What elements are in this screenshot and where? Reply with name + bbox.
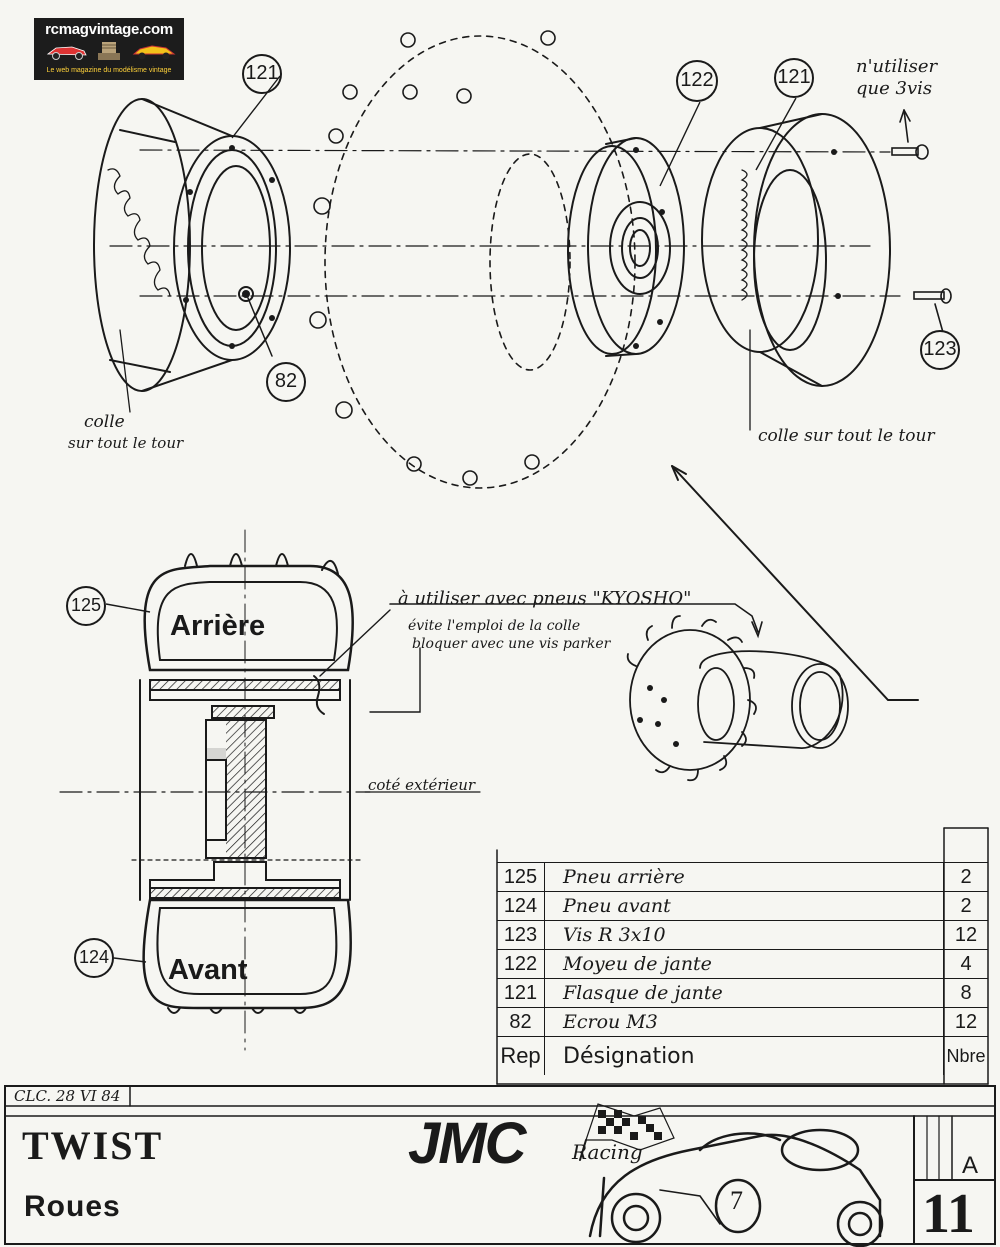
table-row: 123 Vis R 3x10 12 (497, 920, 988, 950)
tyre-knobs (309, 30, 556, 486)
hub-122 (567, 137, 685, 357)
cell-qty: 12 (943, 1007, 988, 1037)
note-outer-side: coté extérieur (368, 776, 476, 794)
table-row: 82 Ecrou M3 12 (497, 1007, 988, 1037)
buggy-icon (46, 46, 87, 60)
cell-designation: Pneu arrière (544, 862, 944, 892)
callout-122: 122 (676, 60, 718, 102)
cell-rep: 122 (497, 949, 545, 979)
callout-121-left: 121 (242, 54, 282, 94)
cell-qty: 4 (943, 949, 988, 979)
note-kyosho-sub1: évite l'emploi de la colle (408, 618, 581, 634)
callout-121-right: 121 (774, 58, 814, 98)
note-screws-line2: que 3vis (856, 78, 933, 99)
brand-logo: JMC (408, 1111, 526, 1176)
callout-124: 124 (74, 938, 114, 978)
note-glue-left-2: sur tout le tour (68, 434, 184, 452)
cell-rep: 124 (497, 891, 545, 921)
axis-lines (109, 149, 901, 297)
cell-designation: Pneu avant (544, 891, 944, 921)
note-glue-left-1: colle (84, 412, 125, 432)
title-block-frame (4, 1085, 996, 1245)
logo-tagline: Le web magazine du modélisme vintage (46, 67, 172, 74)
cell-qty: 8 (943, 978, 988, 1008)
cell-designation: Moyeu de jante (544, 949, 944, 979)
cell-rep: 121 (497, 978, 545, 1008)
header-designation: Désignation (544, 1036, 944, 1075)
tyre-outline (324, 35, 636, 489)
sheet-format: A (962, 1152, 979, 1179)
right-flange-121 (701, 113, 891, 387)
model-name: TWIST (22, 1123, 164, 1168)
header-qty: Nbre (943, 1036, 988, 1075)
cell-rep: 125 (497, 862, 545, 892)
drawing-subject: Roues (24, 1190, 121, 1223)
callout-123: 123 (920, 330, 960, 370)
table-row: 121 Flasque de jante 8 (497, 978, 988, 1008)
callout-125: 125 (66, 586, 106, 626)
checkered-flag-icon (579, 1103, 675, 1161)
callout-82: 82 (266, 362, 306, 402)
site-logo: rcmagvintage.com Le web magazine du modé… (34, 18, 184, 80)
cell-designation: Ecrou M3 (544, 1007, 944, 1037)
label-front-tyre: Avant (168, 954, 248, 986)
logo-site-name: rcmagvintage.com (45, 21, 173, 38)
cell-rep: 82 (497, 1007, 545, 1037)
cell-rep: 123 (497, 920, 545, 950)
cell-designation: Vis R 3x10 (544, 920, 944, 950)
race-car-icon (132, 45, 176, 60)
drafter-date: CLC. 28 VI 84 (14, 1087, 121, 1105)
parts-list-table: 125 Pneu arrière 2 124 Pneu avant 2 123 … (497, 862, 988, 1075)
header-rep: Rep (497, 1036, 545, 1075)
table-row: 125 Pneu arrière 2 (497, 862, 988, 892)
cell-qty: 12 (943, 920, 988, 950)
kyosho-tyre-sketch (626, 615, 849, 782)
brand-subtitle: Racing (572, 1140, 643, 1164)
note-glue-right: colle sur tout le tour (758, 426, 935, 446)
wheel-cross-section (59, 529, 481, 1051)
label-rear-tyre: Arrière (170, 610, 266, 642)
note-screws-line1: n'utiliser (856, 56, 938, 77)
cell-designation: Flasque de jante (544, 978, 944, 1008)
engine-icon (98, 42, 120, 60)
arrow-to-exploded-view (671, 465, 919, 701)
sheet-number: 11 (922, 1183, 975, 1245)
buggy-sketch (588, 1128, 884, 1247)
car-number: 7 (730, 1186, 743, 1215)
table-header-row: Rep Désignation Nbre (497, 1036, 988, 1075)
cell-qty: 2 (943, 862, 988, 892)
table-row: 124 Pneu avant 2 (497, 891, 988, 921)
left-flange-121 (93, 98, 291, 392)
note-kyosho: à utiliser avec pneus "KYOSHO" (398, 588, 692, 609)
note-kyosho-sub2: bloquer avec une vis parker (412, 636, 611, 652)
cell-qty: 2 (943, 891, 988, 921)
table-row: 122 Moyeu de jante 4 (497, 949, 988, 979)
